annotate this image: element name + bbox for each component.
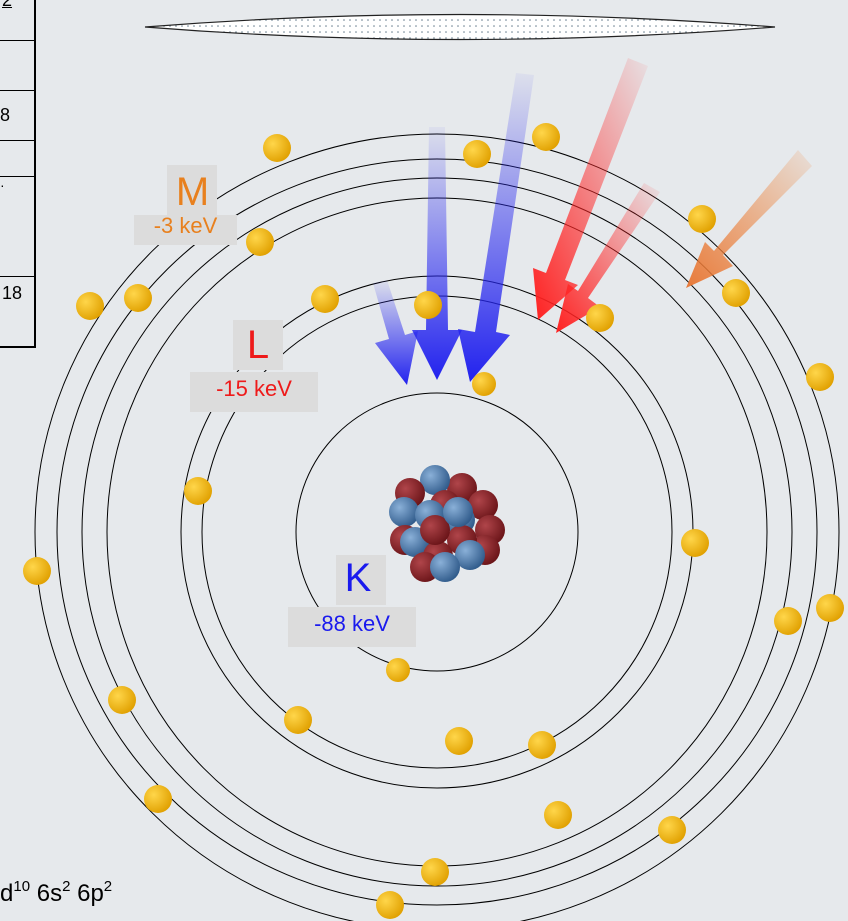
electron bbox=[586, 304, 614, 332]
shell-label-k: K -88 keV bbox=[288, 555, 416, 655]
arrow-red-1 bbox=[533, 58, 648, 320]
nucleus bbox=[389, 465, 505, 582]
arrow-red-2 bbox=[556, 183, 660, 333]
electron bbox=[284, 706, 312, 734]
electron bbox=[23, 557, 51, 585]
arrow-orange bbox=[686, 150, 812, 288]
table-cell: 2 bbox=[2, 0, 13, 10]
electron bbox=[263, 134, 291, 162]
electron bbox=[445, 727, 473, 755]
electron bbox=[722, 279, 750, 307]
transition-arrows bbox=[373, 58, 812, 385]
shell-label-m: M -3 keV bbox=[134, 165, 237, 267]
electron bbox=[76, 292, 104, 320]
arrow-blue-2 bbox=[412, 127, 462, 380]
electron bbox=[376, 891, 404, 919]
electron bbox=[184, 477, 212, 505]
electron bbox=[658, 816, 686, 844]
electron bbox=[544, 801, 572, 829]
electrons bbox=[23, 123, 844, 919]
electron bbox=[774, 607, 802, 635]
shell-energy-m: -3 keV bbox=[153, 213, 218, 238]
shell-energy-k: -88 keV bbox=[314, 611, 390, 636]
electron bbox=[472, 372, 496, 396]
electron bbox=[144, 785, 172, 813]
shell-letter-l: L bbox=[246, 323, 270, 367]
table-cell: 8 bbox=[0, 90, 34, 141]
electron bbox=[688, 205, 716, 233]
electron bbox=[108, 686, 136, 714]
electron bbox=[532, 123, 560, 151]
orbit-k bbox=[295, 392, 579, 672]
electron bbox=[806, 363, 834, 391]
shell-letter-m: M bbox=[175, 170, 210, 214]
electron bbox=[528, 731, 556, 759]
electron bbox=[816, 594, 844, 622]
shell-label-l: L -15 keV bbox=[190, 320, 318, 420]
electron bbox=[681, 529, 709, 557]
shell-capacity-table: 2 8 · 18 bbox=[0, 0, 36, 348]
electron bbox=[414, 291, 442, 319]
detector-window bbox=[144, 13, 776, 41]
table-cell: · bbox=[0, 176, 34, 277]
table-row-line bbox=[0, 140, 34, 177]
electron bbox=[124, 284, 152, 312]
electron bbox=[246, 228, 274, 256]
shell-energy-l: -15 keV bbox=[216, 376, 292, 401]
electron bbox=[463, 140, 491, 168]
electron bbox=[386, 658, 410, 682]
shell-letter-k: K bbox=[344, 556, 372, 600]
electron bbox=[311, 285, 339, 313]
table-row-line bbox=[0, 40, 34, 91]
arrow-blue-1 bbox=[373, 280, 418, 385]
electron bbox=[421, 858, 449, 886]
arrow-blue-3 bbox=[458, 73, 534, 382]
electron-configuration: d10 6s2 6p2 bbox=[0, 878, 113, 907]
table-cell: 18 bbox=[0, 276, 34, 347]
